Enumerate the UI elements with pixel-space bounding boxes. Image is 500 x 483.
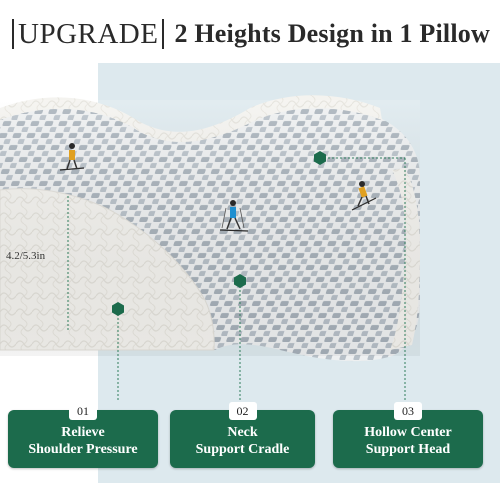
feature-title: Relieve xyxy=(61,425,105,440)
skier-figure-right xyxy=(351,181,377,211)
upgrade-tag: UPGRADE xyxy=(12,19,165,49)
feature-title: Hollow Center xyxy=(364,425,452,440)
feature-number: 03 xyxy=(394,402,422,420)
feature-text: Neck Support Cradle xyxy=(170,424,315,458)
hotspot-shoulder-marker xyxy=(112,302,124,316)
headline-text: 2 Heights Design in 1 Pillow xyxy=(174,19,490,48)
feature-card-shoulder: 01 Relieve Shoulder Pressure xyxy=(8,402,158,468)
hotspot-neck-marker xyxy=(234,274,246,288)
feature-subtitle: Support Head xyxy=(365,442,451,457)
feature-text: Hollow Center Support Head xyxy=(333,424,483,458)
hotspot-markers xyxy=(112,151,326,316)
skier-figure-middle xyxy=(219,200,249,232)
feature-number: 02 xyxy=(228,402,257,420)
feature-title: Neck xyxy=(227,425,258,440)
feature-card-hollow-center: 03 Hollow Center Support Head xyxy=(333,402,483,468)
feature-text: Relieve Shoulder Pressure xyxy=(8,424,158,458)
height-measurement-label: 4.2/5.3in xyxy=(6,250,46,262)
feature-subtitle: Support Cradle xyxy=(195,442,290,457)
feature-number: 01 xyxy=(69,402,97,420)
skier-figure-left xyxy=(59,143,85,171)
guide-lines xyxy=(67,157,406,400)
headline: UPGRADE 2 Heights Design in 1 Pillow xyxy=(12,14,490,54)
feature-card-neck: 02 Neck Support Cradle xyxy=(170,402,315,468)
hotspot-hollow-marker xyxy=(314,151,326,165)
feature-subtitle: Shoulder Pressure xyxy=(28,442,138,457)
